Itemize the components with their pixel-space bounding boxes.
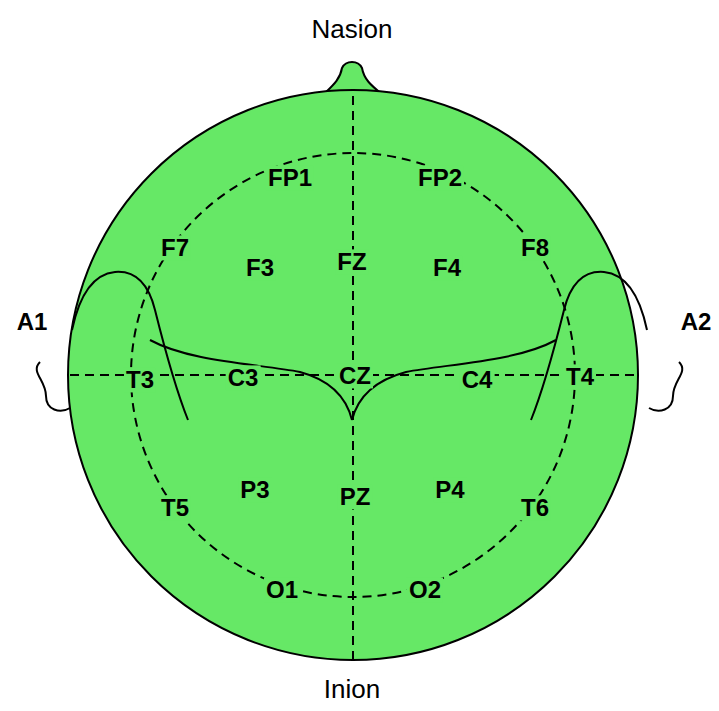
left-ear-lobe bbox=[37, 362, 70, 411]
electrode-label: P4 bbox=[433, 477, 466, 502]
electrode-label: F3 bbox=[244, 255, 276, 280]
electrode-label: C4 bbox=[460, 367, 495, 392]
right-ear bbox=[531, 272, 647, 420]
electrode-label: C3 bbox=[226, 365, 261, 390]
electrode-label: F8 bbox=[519, 235, 551, 260]
landmark-label: Inion bbox=[322, 676, 382, 703]
central-sulcus bbox=[352, 340, 556, 420]
electrode-label: F7 bbox=[159, 235, 191, 260]
electrode-label: T6 bbox=[519, 495, 551, 520]
electrode-label: O1 bbox=[264, 577, 300, 602]
reference-label: A2 bbox=[679, 309, 714, 334]
electrode-label: T4 bbox=[564, 364, 596, 389]
electrode-label: PZ bbox=[338, 484, 373, 509]
reference-label: A1 bbox=[15, 309, 50, 334]
right-ear-lobe bbox=[649, 362, 682, 411]
electrode-label: O2 bbox=[407, 577, 443, 602]
central-sulcus bbox=[150, 340, 352, 420]
left-ear bbox=[72, 272, 188, 420]
electrode-label: P3 bbox=[238, 477, 271, 502]
electrode-label: FP1 bbox=[266, 165, 314, 190]
electrode-label: F4 bbox=[431, 255, 463, 280]
electrode-label: T5 bbox=[159, 495, 191, 520]
electrode-label: FP2 bbox=[416, 165, 464, 190]
electrode-label: T3 bbox=[124, 367, 156, 392]
electrode-label: FZ bbox=[335, 249, 368, 274]
electrode-label: CZ bbox=[337, 363, 373, 388]
landmark-label: Nasion bbox=[310, 16, 395, 43]
